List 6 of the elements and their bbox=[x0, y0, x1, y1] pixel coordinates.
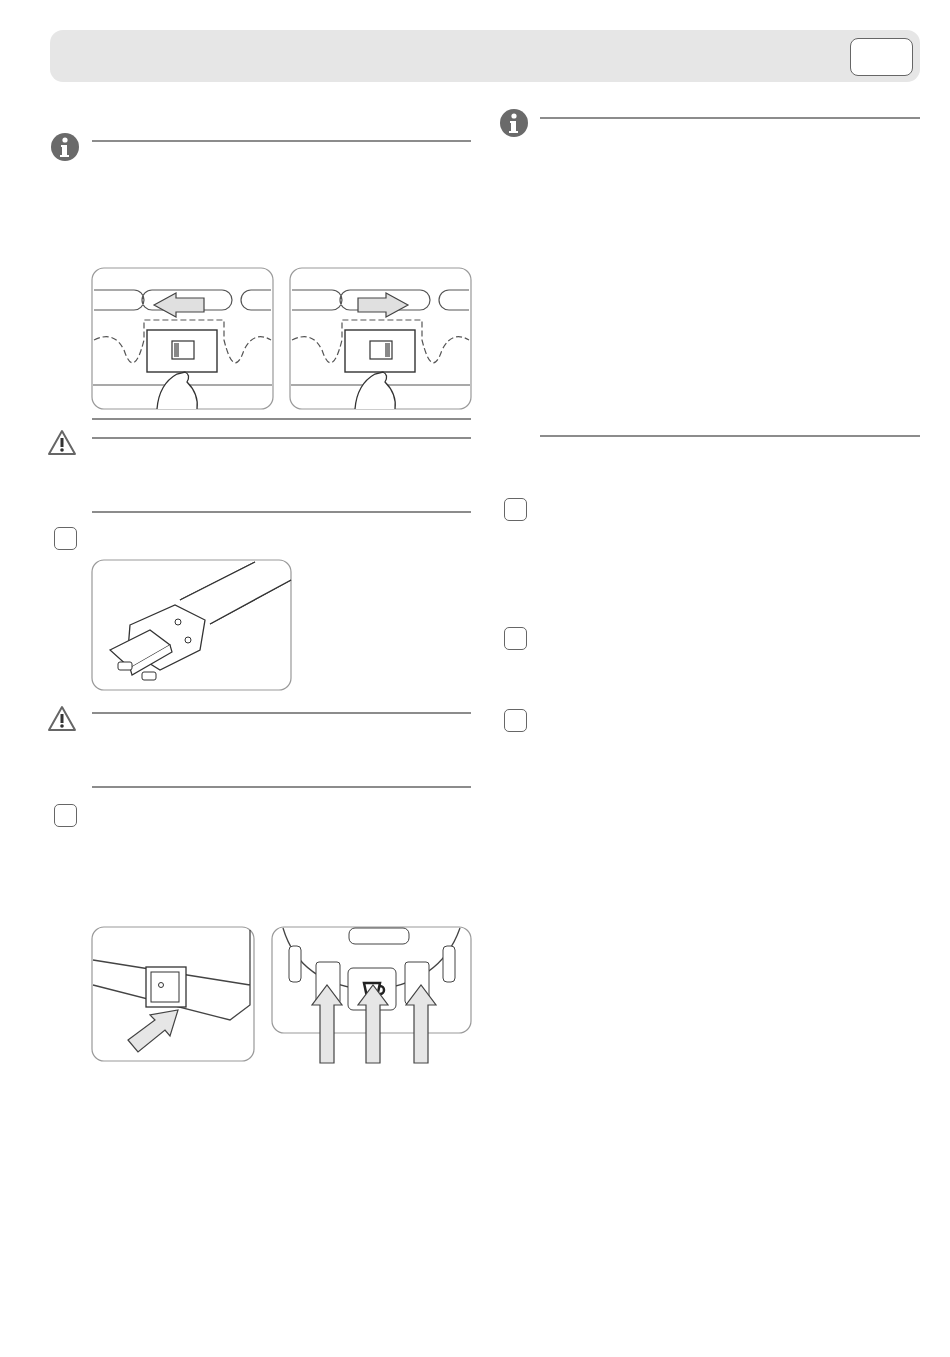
step-number-box bbox=[504, 709, 527, 732]
step-number-box bbox=[504, 498, 527, 521]
page-number-box bbox=[850, 38, 913, 76]
step-number-box bbox=[504, 627, 527, 650]
step-number-box bbox=[54, 804, 77, 827]
step-number-box bbox=[54, 527, 77, 550]
